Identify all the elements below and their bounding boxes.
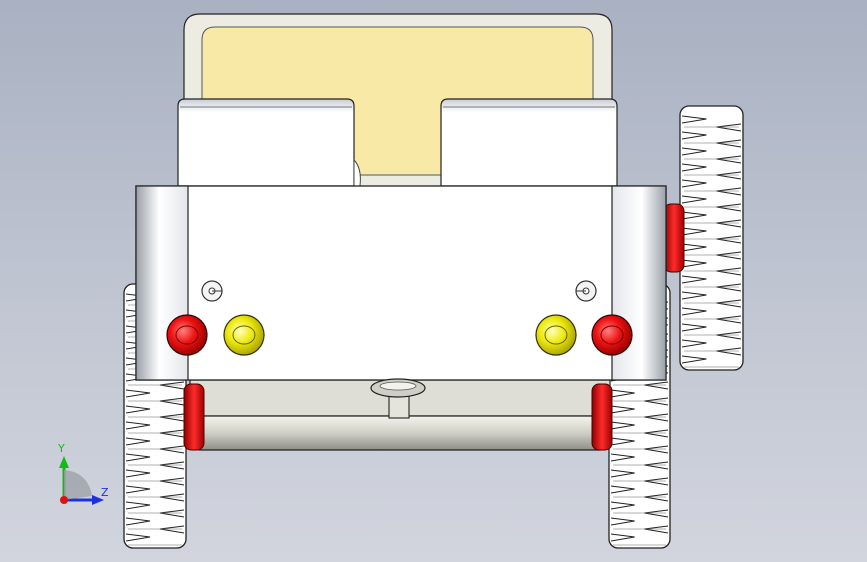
rear-body-panel[interactable]: [135, 185, 667, 381]
right-rear-wheel[interactable]: [679, 105, 744, 371]
right-upper-hub: [663, 203, 685, 273]
left-reflector: [201, 280, 223, 302]
right-reflector: [575, 280, 597, 302]
tow-hitch-icon[interactable]: [370, 378, 426, 419]
tire-tread-icon: [681, 115, 742, 368]
orientation-triad: [59, 456, 104, 505]
right-rear-seat[interactable]: [440, 98, 618, 187]
right-hub: [591, 383, 613, 451]
axis-y-label: Y: [58, 442, 65, 455]
left-red-tail-light[interactable]: [166, 314, 208, 356]
right-yellow-tail-light[interactable]: [535, 314, 577, 356]
axis-z-label: Z: [101, 486, 109, 499]
right-red-tail-light[interactable]: [591, 314, 633, 356]
left-hub: [183, 383, 205, 451]
left-yellow-tail-light[interactable]: [223, 314, 265, 356]
left-rear-seat[interactable]: [177, 98, 355, 187]
